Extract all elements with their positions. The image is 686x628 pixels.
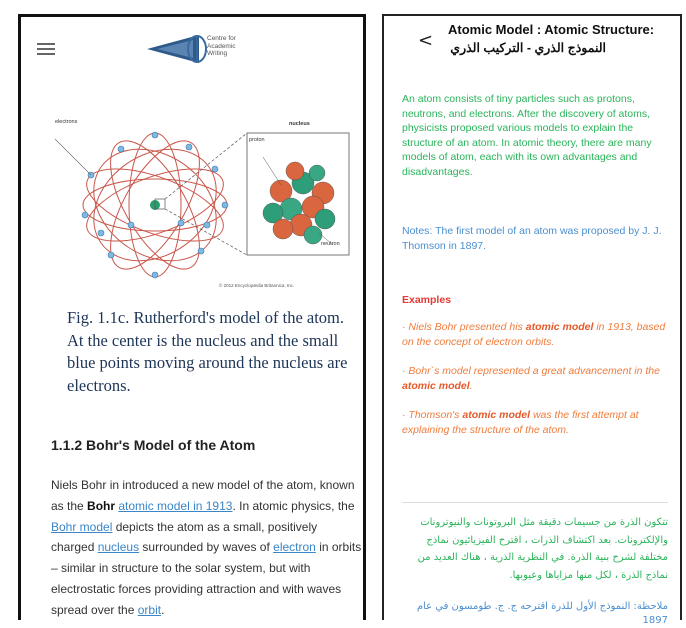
arabic-paragraph: تتكون الذرة من جسيمات دقيقة مثل البروتون… (417, 517, 668, 581)
page-title-english: Atomic Model : Atomic Structure: (448, 22, 655, 37)
label-nucleus: nucleus (289, 121, 310, 127)
label-neutron: neutron (321, 241, 340, 247)
logo-line-2: Academic (207, 42, 236, 50)
logo-line-1: Centre for (207, 35, 236, 42)
link-atomic-model-1913[interactable]: atomic model in 1913 (118, 498, 233, 513)
body-text-5: in orbits – similar in structure to the … (51, 540, 362, 617)
examples-heading: Examples (402, 294, 452, 306)
body-paragraph: Niels Bohr in introduced a new model of … (51, 475, 363, 621)
notes-paragraph: Notes: The first model of an atom was pr… (402, 225, 662, 252)
caw-logo-text: Centre for Academic Writing (207, 35, 267, 58)
figure-caption: Fig. 1.1c. Rutherford's model of the ato… (67, 308, 348, 395)
left-header: Centre for Academic Writing (21, 17, 363, 69)
section-divider (402, 502, 668, 503)
label-proton: proton (249, 137, 265, 143)
left-phone-screen: Centre for Academic Writing (18, 14, 366, 620)
link-electron[interactable]: electron (273, 540, 316, 555)
example-text: was the first attempt at explaining the … (402, 409, 639, 436)
link-nucleus[interactable]: nucleus (97, 540, 140, 555)
example-text: · Bohr`s model represented a great advan… (402, 365, 660, 377)
figure-credit: © 2012 Encyclopædia Britannica, Inc. (219, 283, 295, 288)
body-text-3: depicts the atom as a small, positively … (51, 519, 318, 555)
rutherford-atom-figure (54, 131, 350, 279)
example-text: · Thomson's (402, 409, 463, 421)
body-text-6: . (161, 602, 165, 617)
right-phone-screen: < Atomic Model : Atomic Structure: النمو… (382, 14, 682, 626)
example-bold: atomic model (525, 321, 594, 333)
body-text-1: Niels Bohr in introduced a new model of … (51, 478, 355, 513)
caw-logo-icon[interactable] (147, 33, 267, 67)
back-chevron-icon[interactable]: < (418, 30, 434, 51)
link-orbit[interactable]: orbit (137, 602, 162, 617)
body-bold-bohr: Bohr (87, 498, 116, 513)
example-text: in 1913, based on the concept of electro… (402, 321, 666, 348)
page-title-arabic: النموذج الذري - التركيب الذري (450, 41, 606, 55)
example-bold: atomic model (402, 379, 470, 392)
body-text-2: . In atomic physics, the (232, 498, 355, 513)
right-header: < Atomic Model : Atomic Structure: النمو… (384, 16, 680, 62)
electron-points (81, 131, 229, 279)
example-item: · Niels Bohr presented his atomic model … (402, 320, 678, 349)
arabic-note: ملاحظة: النموذج الأول للذرة اقترحه ج. ج.… (416, 601, 668, 626)
label-electrons: electrons (55, 119, 78, 125)
example-item: · Bohr`s model represented a great advan… (402, 364, 678, 393)
hamburger-menu-icon[interactable] (37, 43, 55, 56)
example-text: . (469, 379, 473, 392)
section-title: 1.1.2 Bohr's Model of the Atom (51, 437, 256, 453)
intro-paragraph: An atom consists of tiny particles such … (402, 93, 652, 178)
example-text: · Niels Bohr presented his (402, 321, 526, 333)
example-item: · Thomson's atomic model was the first a… (402, 408, 678, 437)
body-text-4: surrounded by waves of (139, 540, 274, 555)
logo-line-3: Writing (207, 50, 228, 57)
example-bold: atomic model (462, 409, 531, 421)
nucleus-cluster (262, 161, 336, 245)
link-bohr-model[interactable]: Bohr model (51, 519, 113, 534)
